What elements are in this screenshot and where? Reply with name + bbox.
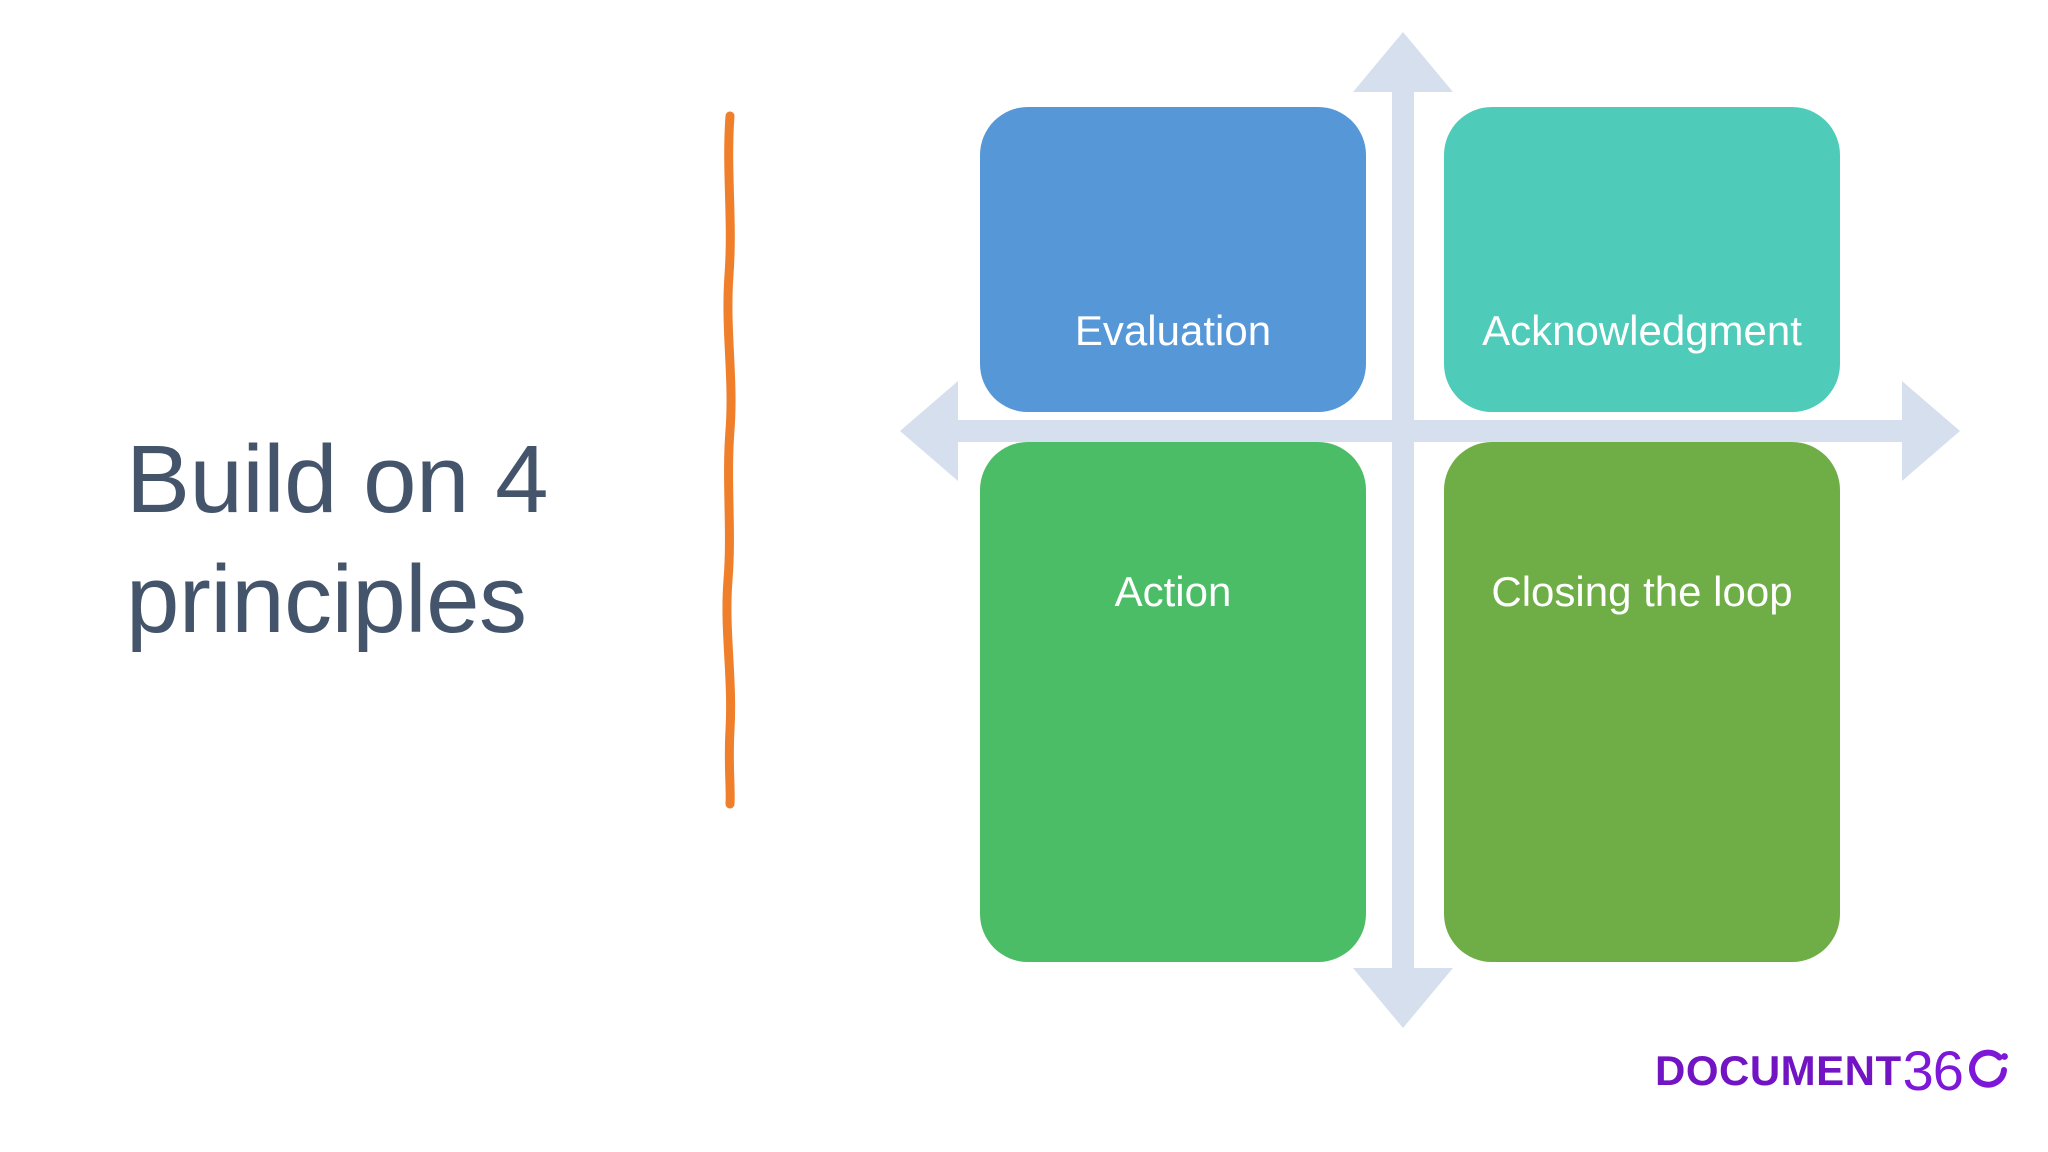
arrow-down-icon: [1353, 968, 1453, 1028]
logo-wordmark-text: DOCUMENT: [1655, 1047, 1902, 1094]
axis-horizontal-stem: [915, 420, 1945, 442]
quadrant-box-evaluation[interactable]: Evaluation: [980, 107, 1366, 412]
quadrant-box-closing-the-loop[interactable]: Closing the loop: [1444, 442, 1840, 962]
arrow-up-icon: [1353, 32, 1453, 92]
axis-vertical-stem: [1392, 60, 1414, 1000]
title-block: Build on 4 principles: [126, 420, 626, 660]
quadrant-diagram: Evaluation Acknowledgment Action Closing…: [900, 30, 1960, 1030]
orange-divider: [700, 110, 760, 810]
quadrant-box-acknowledgment[interactable]: Acknowledgment: [1444, 107, 1840, 412]
logo-360-group: 36: [1903, 1043, 2011, 1099]
logo-numerals-text: 36: [1902, 1039, 1964, 1102]
logo-ring-icon: [1965, 1048, 2011, 1094]
orange-hand-drawn-line-icon: [722, 111, 736, 809]
page-title: Build on 4 principles: [126, 426, 548, 653]
quadrant-label-acknowledgment: Acknowledgment: [1482, 306, 1802, 354]
arrow-left-icon: [900, 381, 958, 481]
quadrant-box-action[interactable]: Action: [980, 442, 1366, 962]
arrow-right-icon: [1902, 381, 1960, 481]
quadrant-label-closing-the-loop: Closing the loop: [1491, 568, 1793, 615]
quadrant-label-action: Action: [1114, 568, 1232, 615]
document360-logo: DOCUMENT 36: [1655, 1040, 2011, 1102]
quadrant-label-evaluation: Evaluation: [1074, 306, 1272, 354]
